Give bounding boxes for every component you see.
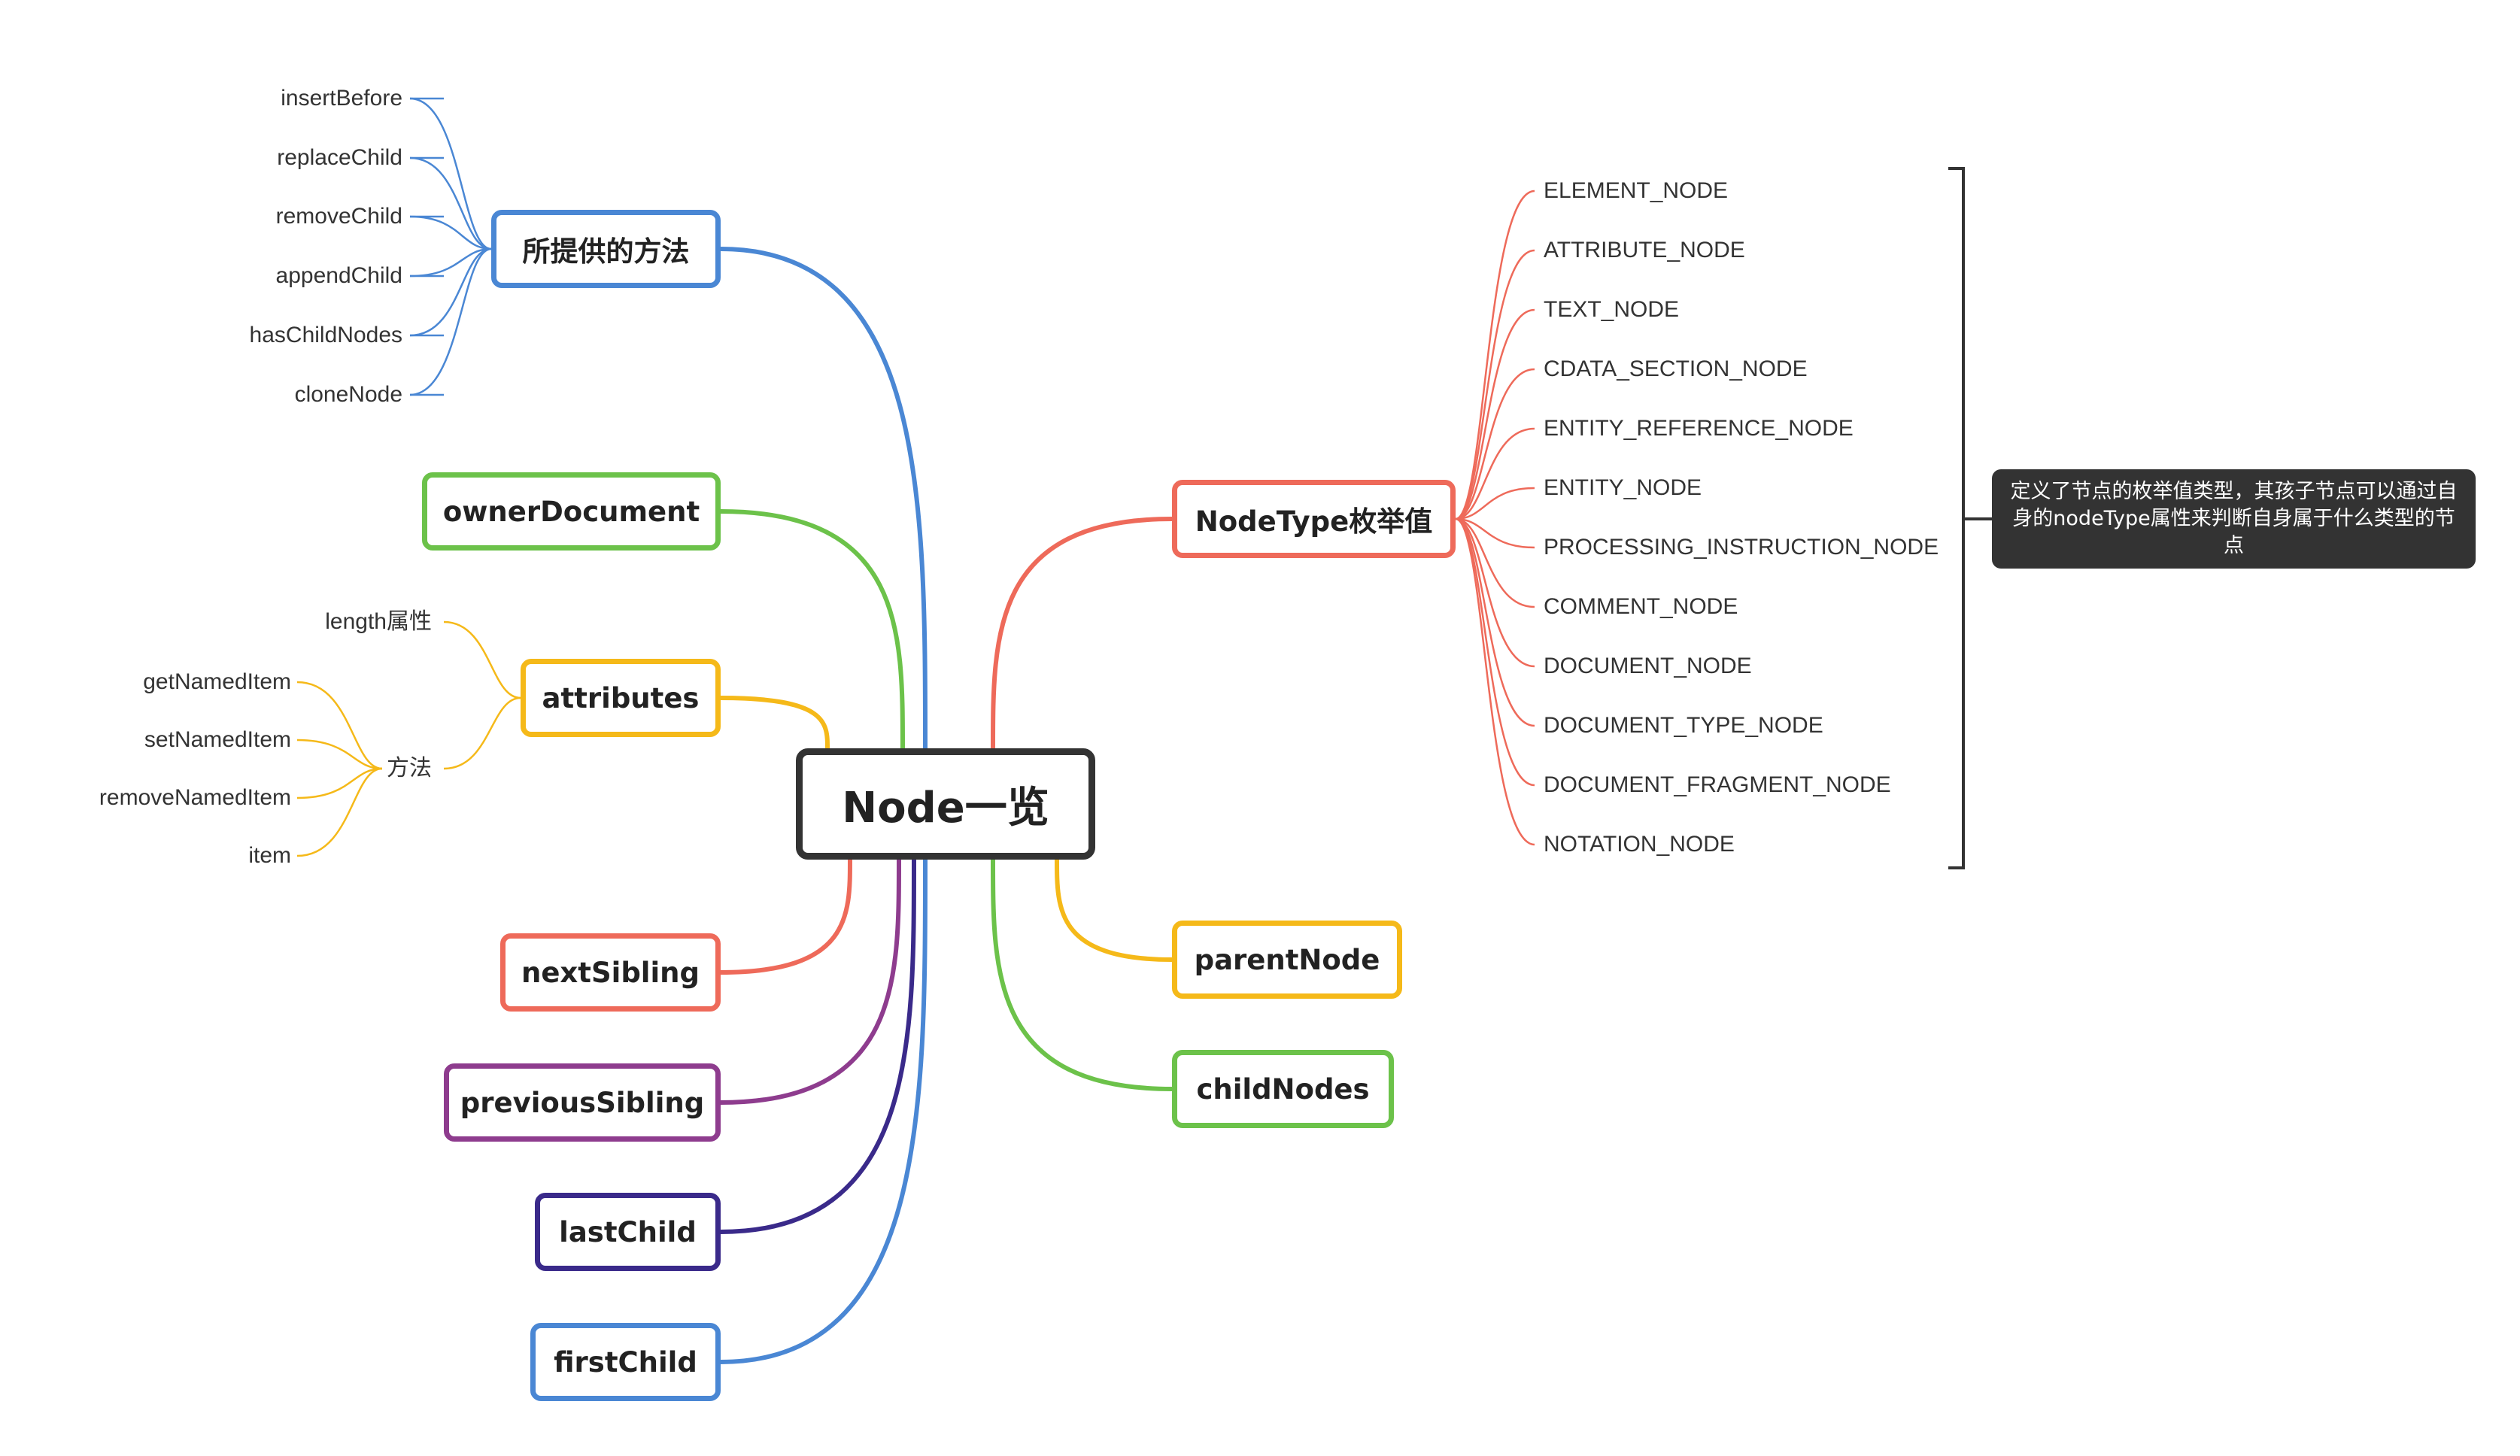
leaf-connector	[1455, 249, 1535, 520]
leaf-connector	[1455, 517, 1535, 846]
leaf-nodetype[interactable]: CDATA_SECTION_NODE	[1544, 356, 1808, 381]
topic-nodeType[interactable]: NodeType枚举值	[1172, 480, 1456, 558]
edge-nextSibling	[720, 859, 852, 975]
leaf-attr-method[interactable]: removeNamedItem	[99, 785, 291, 810]
leaf-attr-methods[interactable]: 方法	[387, 756, 432, 781]
summary-note[interactable]: 定义了节点的枚举值类型，其孩子节点可以通过自身的nodeType属性来判断自身属…	[1992, 469, 2476, 569]
leaf-method[interactable]: cloneNode	[294, 382, 402, 407]
leaf-method[interactable]: replaceChild	[277, 145, 402, 170]
leaf-length[interactable]: length属性	[325, 609, 432, 634]
root-topic[interactable]: Node一览	[796, 748, 1095, 860]
topic-methods[interactable]: 所提供的方法	[491, 210, 721, 288]
leaf-connector	[409, 156, 492, 250]
topic-attributes[interactable]: attributes	[521, 659, 721, 737]
edge-methods	[720, 247, 928, 749]
leaf-connector	[1455, 517, 1535, 608]
topic-lastChild[interactable]: lastChild	[535, 1193, 721, 1271]
leaf-nodetype[interactable]: DOCUMENT_NODE	[1544, 654, 1752, 678]
leaf-nodetype[interactable]: ELEMENT_NODE	[1544, 178, 1729, 203]
leaf-method[interactable]: insertBefore	[281, 86, 402, 111]
leaf-connector	[296, 767, 383, 799]
edge-attributes	[720, 696, 830, 749]
leaf-connector	[296, 681, 383, 770]
edge-ownerDocument	[720, 509, 905, 749]
leaf-connector	[1455, 487, 1535, 520]
leaf-connector	[409, 247, 492, 396]
summary-bracket	[1948, 167, 1965, 869]
leaf-nodetype[interactable]: DOCUMENT_FRAGMENT_NODE	[1544, 772, 1891, 797]
leaf-attr-method[interactable]: setNamedItem	[144, 727, 291, 752]
leaf-connector	[443, 620, 521, 699]
leaf-connector	[1455, 308, 1535, 520]
topic-childNodes[interactable]: childNodes	[1172, 1050, 1394, 1128]
edge-firstChild	[720, 859, 928, 1364]
leaf-connector	[1455, 517, 1535, 787]
leaf-attr-method[interactable]: getNamedItem	[143, 669, 291, 694]
edge-previousSibling	[720, 859, 901, 1105]
leaf-nodetype[interactable]: ENTITY_NODE	[1544, 475, 1702, 500]
edge-lastChild	[720, 859, 916, 1234]
topic-nextSibling[interactable]: nextSibling	[500, 933, 721, 1012]
topic-previousSibling[interactable]: previousSibling	[444, 1063, 721, 1142]
leaf-nodetype[interactable]: ENTITY_REFERENCE_NODE	[1544, 416, 1854, 441]
leaf-connector	[1455, 517, 1535, 727]
leaf-method[interactable]: appendChild	[275, 263, 402, 288]
leaf-connector	[409, 215, 492, 250]
leaf-nodetype[interactable]: DOCUMENT_TYPE_NODE	[1544, 713, 1823, 738]
leaf-nodetype[interactable]: COMMENT_NODE	[1544, 594, 1738, 619]
topic-ownerDocument[interactable]: ownerDocument	[422, 472, 721, 551]
leaf-connector	[296, 767, 383, 857]
leaf-nodetype[interactable]: TEXT_NODE	[1544, 297, 1680, 322]
leaf-method[interactable]: hasChildNodes	[249, 323, 402, 347]
topic-parentNode[interactable]: parentNode	[1172, 921, 1402, 999]
leaf-nodetype[interactable]: ATTRIBUTE_NODE	[1544, 238, 1745, 262]
leaf-connector	[1455, 427, 1535, 520]
leaf-method[interactable]: removeChild	[275, 204, 402, 229]
edge-nodeType	[991, 517, 1173, 749]
leaf-nodetype[interactable]: PROCESSING_INSTRUCTION_NODE	[1544, 535, 1939, 560]
leaf-attr-method[interactable]: item	[248, 843, 291, 868]
leaf-connector	[409, 97, 492, 250]
edge-parentNode	[1055, 859, 1173, 962]
edge-childNodes	[991, 859, 1173, 1091]
leaf-connector	[443, 696, 521, 770]
leaf-connector	[409, 247, 492, 278]
leaf-connector	[296, 739, 383, 770]
leaf-connector	[1455, 517, 1535, 668]
leaf-nodetype[interactable]: NOTATION_NODE	[1544, 832, 1735, 857]
leaf-connector	[1455, 190, 1535, 520]
topic-firstChild[interactable]: firstChild	[530, 1323, 721, 1401]
leaf-connector	[409, 247, 492, 337]
leaf-connector	[1455, 368, 1535, 520]
leaf-connector	[1455, 517, 1535, 549]
